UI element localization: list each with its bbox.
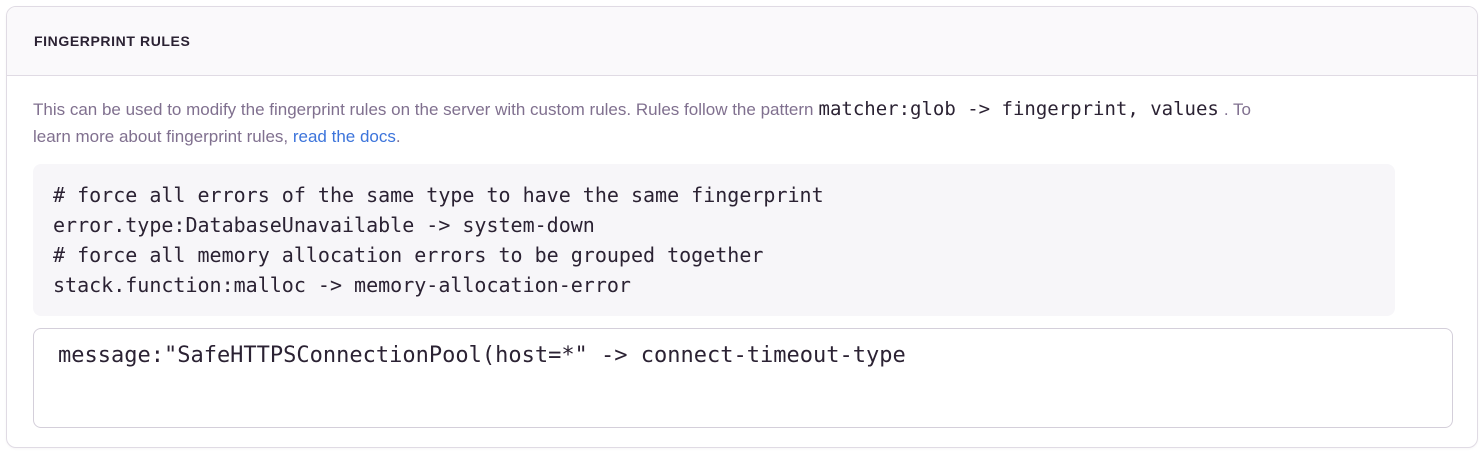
pattern-inline-code: matcher:glob -> fingerprint, values (818, 98, 1219, 120)
description-text-2-suffix: . (395, 127, 401, 146)
code-line: # force all errors of the same type to h… (53, 183, 824, 207)
description-line-1: This can be used to modify the fingerpri… (33, 96, 1451, 123)
panel-body: This can be used to modify the fingerpri… (7, 76, 1477, 447)
code-line: error.type:DatabaseUnavailable -> system… (53, 213, 595, 237)
description-text-1-suffix: . To (1223, 100, 1251, 119)
read-the-docs-link[interactable]: read the docs (292, 127, 396, 146)
code-line: stack.function:malloc -> memory-allocati… (53, 273, 631, 297)
description-text-2: learn more about fingerprint rules, (33, 127, 293, 146)
code-line: # force all memory allocation errors to … (53, 243, 764, 267)
fingerprint-rules-panel: FINGERPRINT RULES This can be used to mo… (6, 6, 1478, 448)
example-code-block: # force all errors of the same type to h… (33, 164, 1395, 316)
description-text-1: This can be used to modify the fingerpri… (33, 100, 814, 119)
panel-header: FINGERPRINT RULES (7, 7, 1477, 76)
fingerprint-rules-input[interactable]: message:"SafeHTTPSConnectionPool(host=*"… (33, 328, 1453, 428)
description: This can be used to modify the fingerpri… (33, 96, 1451, 150)
description-line-2: learn more about fingerprint rules, read… (33, 123, 1451, 150)
panel-title: FINGERPRINT RULES (34, 33, 191, 49)
